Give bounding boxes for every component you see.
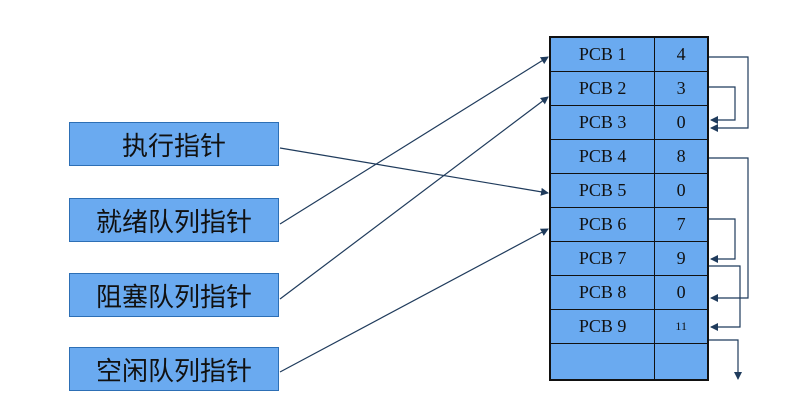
pcb-name-cell <box>549 343 656 381</box>
arrow-free-to-pcb6 <box>279 228 549 373</box>
pcb-next-cell: 4 <box>654 36 709 72</box>
pcb-row-empty <box>549 343 709 381</box>
arrow-ready-to-pcb1 <box>279 56 549 225</box>
pcb-name-cell: PCB 9 <box>549 309 656 344</box>
pcb-next-cell: 0 <box>654 275 709 310</box>
pcb-table: PCB 1 4 PCB 2 3 PCB 3 0 PCB 4 8 PCB 5 0 … <box>549 36 709 381</box>
link-pcb7-to-pcb9 <box>709 265 741 331</box>
blocked-queue-pointer-box: 阻塞队列指针 <box>69 273 279 317</box>
pcb-name-cell: PCB 3 <box>549 105 656 140</box>
pcb-name-cell: PCB 6 <box>549 207 656 242</box>
pcb-next-cell <box>654 343 709 381</box>
link-pcb4-to-pcb8 <box>709 157 749 302</box>
link-pcb2-to-pcb3 <box>709 86 736 124</box>
free-queue-pointer-box: 空闲队列指针 <box>69 347 279 391</box>
pcb-name-cell: PCB 2 <box>549 71 656 106</box>
pcb-name-cell: PCB 1 <box>549 36 656 72</box>
pcb-row: PCB 9 11 <box>549 309 709 344</box>
pcb-next-cell: 0 <box>654 173 709 208</box>
pcb-row: PCB 8 0 <box>549 275 709 310</box>
link-pcb9-to-11 <box>709 339 742 380</box>
arrow-blocked-to-pcb2 <box>279 96 549 300</box>
pcb-name-cell: PCB 7 <box>549 241 656 276</box>
pcb-name-cell: PCB 8 <box>549 275 656 310</box>
pcb-row: PCB 5 0 <box>549 173 709 208</box>
link-pcb1-to-pcb4 <box>709 56 749 132</box>
pcb-next-cell: 11 <box>654 309 709 344</box>
pcb-next-cell: 8 <box>654 139 709 174</box>
pcb-name-cell: PCB 5 <box>549 173 656 208</box>
running-pointer-box: 执行指针 <box>69 122 279 166</box>
link-pcb6-to-pcb7 <box>709 218 736 263</box>
pcb-name-cell: PCB 4 <box>549 139 656 174</box>
pcb-row: PCB 1 4 <box>549 36 709 72</box>
pcb-row: PCB 4 8 <box>549 139 709 174</box>
arrow-running-to-pcb5 <box>279 147 549 196</box>
ready-queue-pointer-box: 就绪队列指针 <box>69 198 279 242</box>
pcb-row: PCB 3 0 <box>549 105 709 140</box>
pcb-row: PCB 6 7 <box>549 207 709 242</box>
